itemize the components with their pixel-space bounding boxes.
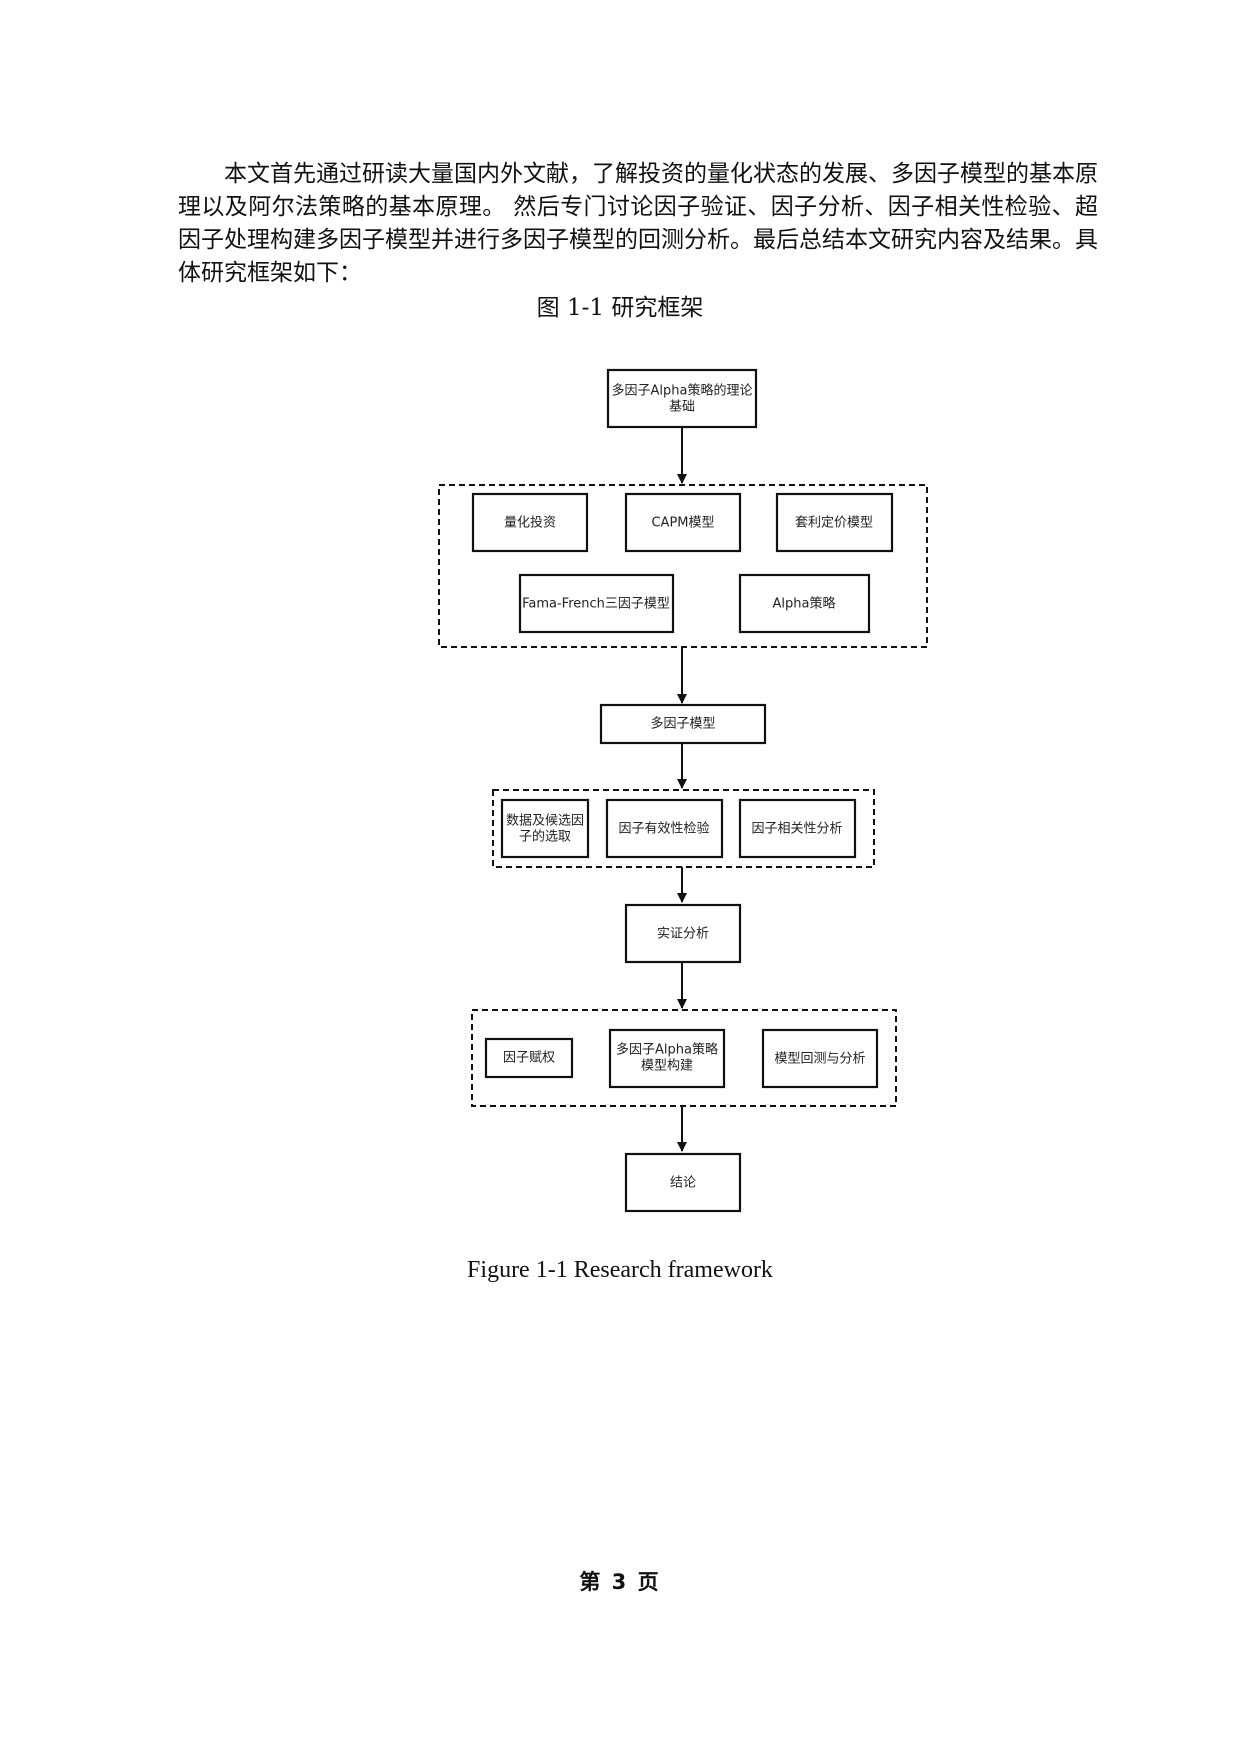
node-theory-foundation-line1: 多因子Alpha策略的理论 bbox=[612, 383, 753, 399]
node-capm-label: CAPM模型 bbox=[651, 516, 714, 531]
node-conclusion-label: 结论 bbox=[670, 1176, 696, 1191]
node-model-construction-line1: 多因子Alpha策略 bbox=[616, 1042, 718, 1058]
node-fama-french: Fama-French三因子模型 bbox=[518, 573, 675, 634]
node-empirical-analysis-label: 实证分析 bbox=[657, 927, 709, 942]
figure-title-en: Figure 1-1 Research framework bbox=[467, 1257, 773, 1283]
node-factor-selection: 数据及候选因 子的选取 bbox=[500, 798, 590, 859]
node-factor-validity: 因子有效性检验 bbox=[605, 798, 724, 859]
node-model-construction-line2: 模型构建 bbox=[641, 1059, 693, 1074]
node-theory-foundation: 多因子Alpha策略的理论 基础 bbox=[606, 368, 758, 429]
node-quant-investing: 量化投资 bbox=[471, 492, 589, 553]
node-factor-weighting: 因子赋权 bbox=[484, 1037, 574, 1079]
node-capm: CAPM模型 bbox=[624, 492, 742, 553]
node-backtest: 模型回测与分析 bbox=[761, 1028, 879, 1089]
node-multifactor-model: 多因子模型 bbox=[599, 703, 767, 745]
node-factor-correlation: 因子相关性分析 bbox=[738, 798, 857, 859]
node-factor-weighting-label: 因子赋权 bbox=[503, 1050, 555, 1066]
node-alpha-strategy-label: Alpha策略 bbox=[773, 596, 836, 612]
node-factor-selection-line2: 子的选取 bbox=[519, 829, 571, 845]
node-empirical-analysis: 实证分析 bbox=[624, 903, 742, 964]
node-factor-correlation-label: 因子相关性分析 bbox=[751, 822, 842, 837]
node-factor-validity-label: 因子有效性检验 bbox=[618, 821, 709, 837]
node-quant-investing-label: 量化投资 bbox=[504, 515, 556, 531]
group-build bbox=[471, 1009, 897, 1107]
node-apt: 套利定价模型 bbox=[775, 492, 894, 553]
node-factor-selection-line1: 数据及候选因 bbox=[506, 814, 584, 829]
node-alpha-strategy: Alpha策略 bbox=[738, 573, 871, 634]
node-theory-foundation-line2: 基础 bbox=[669, 400, 695, 415]
node-apt-label: 套利定价模型 bbox=[795, 515, 873, 531]
page-number: 第 3 页 bbox=[579, 1570, 661, 1594]
intro-paragraph: 本文首先通过研读大量国内外文献，了解投资的量化状态的发展、多因子模型的基本原理以… bbox=[178, 161, 1098, 286]
group-data bbox=[492, 789, 875, 868]
node-fama-french-label: Fama-French三因子模型 bbox=[522, 597, 670, 612]
figure-title-cn: 图 1-1 研究框架 bbox=[536, 295, 704, 321]
node-conclusion: 结论 bbox=[624, 1152, 742, 1213]
node-model-construction: 多因子Alpha策略 模型构建 bbox=[608, 1028, 726, 1089]
node-multifactor-model-label: 多因子模型 bbox=[650, 716, 715, 732]
node-backtest-label: 模型回测与分析 bbox=[774, 1052, 865, 1067]
